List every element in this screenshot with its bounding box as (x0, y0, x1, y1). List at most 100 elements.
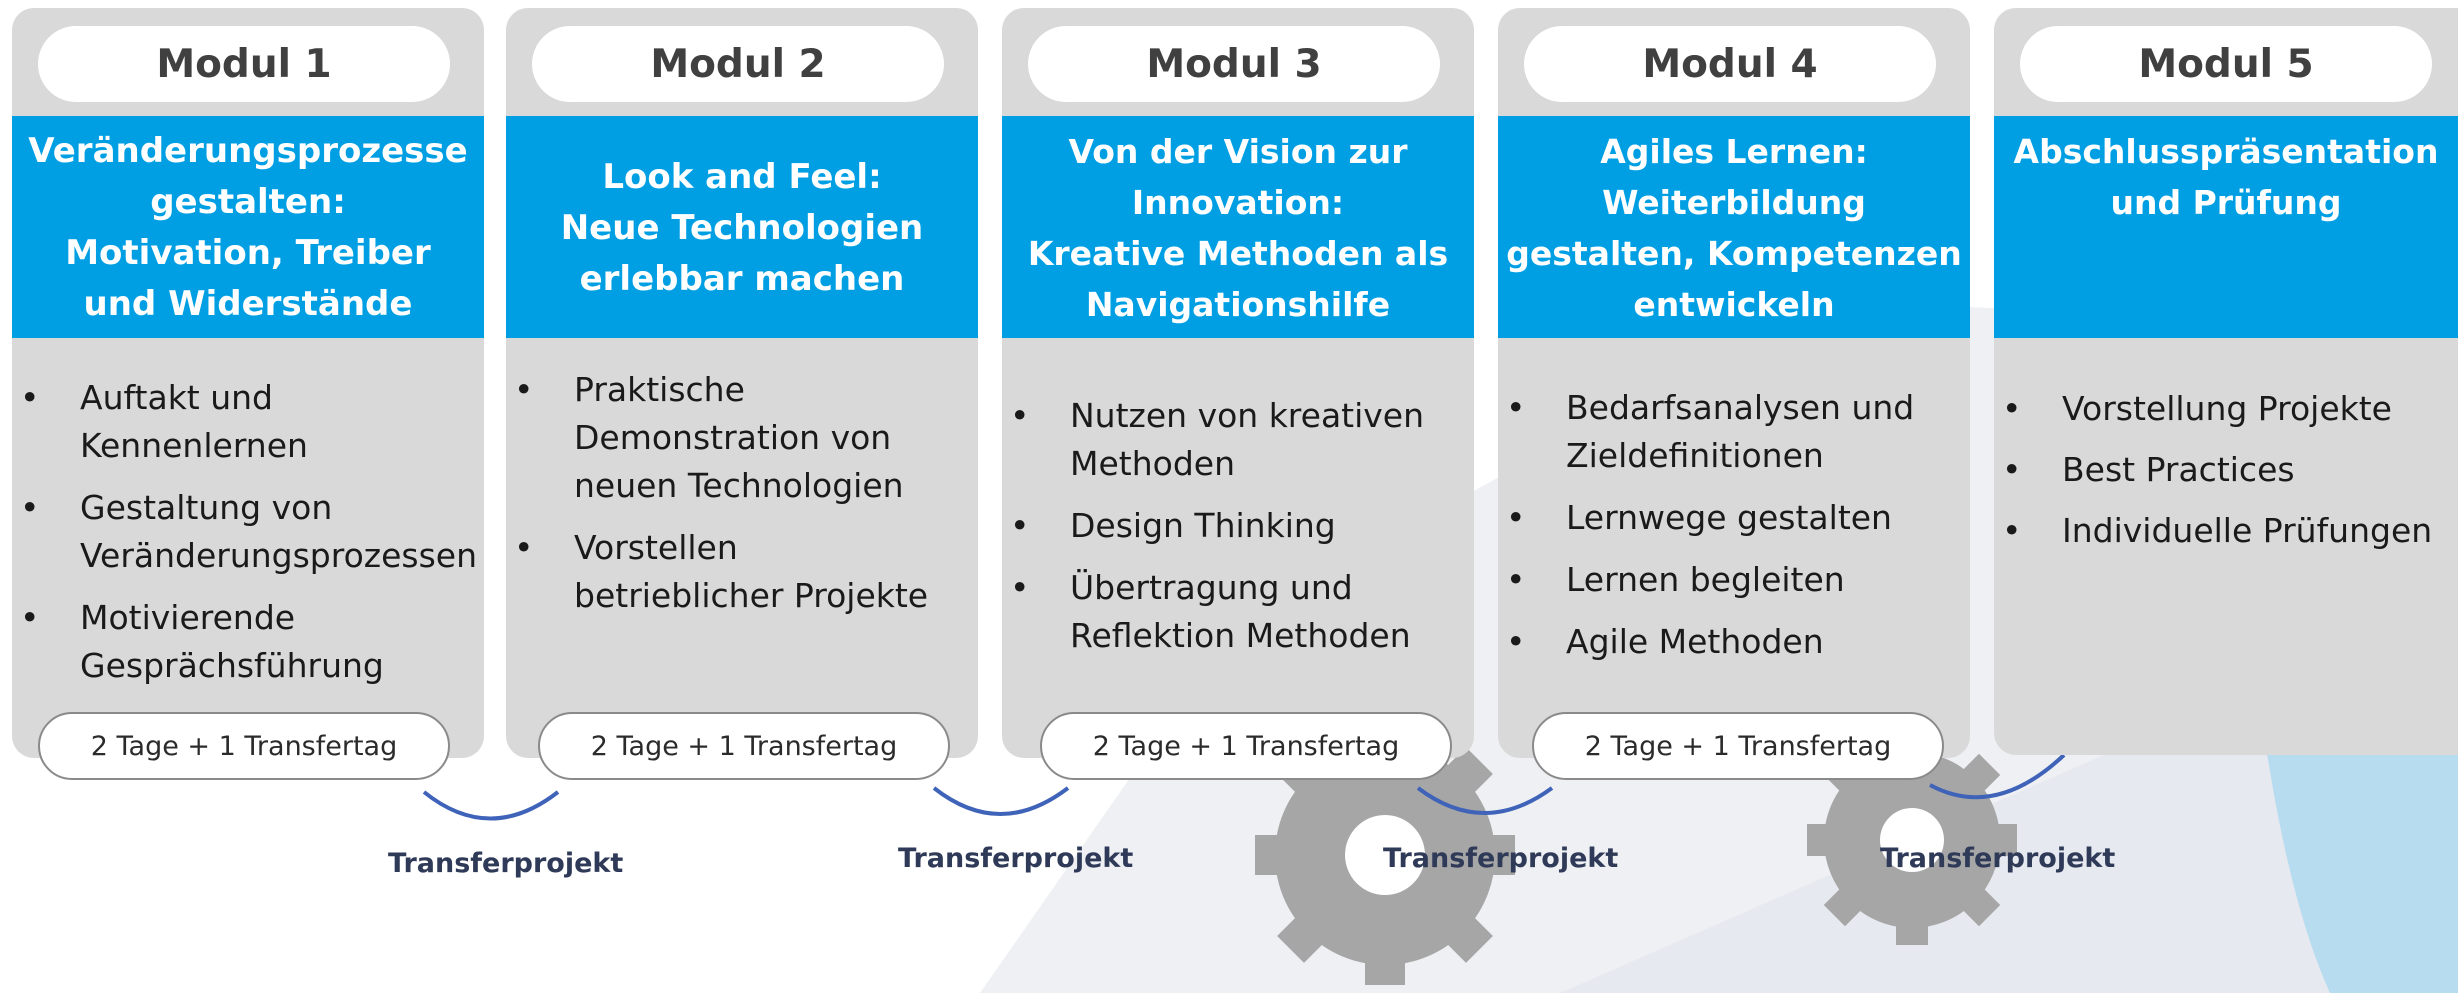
list-item-text: Agile Methoden (1566, 622, 1824, 661)
module-card-1: Modul 1 Veränderungsprozesse gestalten: … (12, 8, 484, 758)
list-item-text: Demonstration von (574, 418, 892, 457)
list-item-text: Auftakt und (80, 378, 274, 417)
bullet-icon: • (20, 598, 40, 637)
list-item-text: Zieldefinitionen (1566, 436, 1824, 475)
module-topic-list: • Vorstellung Projekte • Best Practices … (1994, 386, 2458, 569)
module-card-5: Modul 5 Abschlusspräsentation und Prüfun… (1994, 8, 2458, 755)
module-heading-line: erlebbar machen (579, 259, 905, 299)
list-item: • Bedarfsanalysen und Zieldefinitionen (1498, 384, 1970, 480)
module-heading: Abschlusspräsentation und Prüfung (1994, 116, 2458, 338)
list-item: • Vorstellung Projekte (1994, 386, 2458, 432)
list-item-text: Motivierende (80, 598, 296, 637)
duration-badge: 2 Tage + 1 Transfertag (1532, 712, 1944, 780)
list-item: • Motivierende Gesprächsführung (12, 594, 484, 690)
list-item-text: Kennenlernen (80, 426, 308, 465)
module-heading-line: Navigationshilfe (1085, 285, 1391, 324)
list-item: • Best Practices (1994, 447, 2458, 493)
module-topic-list: • Bedarfsanalysen und Zieldefinitionen •… (1498, 384, 1970, 680)
module-heading-line: Motivation, Treiber (65, 233, 431, 273)
module-heading-line: Look and Feel: (602, 157, 882, 197)
list-item: • Übertragung und Reflektion Methoden (1002, 564, 1474, 660)
module-card-4: Modul 4 Agiles Lernen: Weiterbildung ges… (1498, 8, 1970, 758)
module-heading: Look and Feel: Neue Technologien erlebba… (506, 116, 978, 338)
module-title: Modul 4 (1524, 26, 1936, 102)
list-item-text: Design Thinking (1070, 506, 1336, 545)
list-item-text: Lernen begleiten (1566, 560, 1845, 599)
module-heading-line: Neue Technologien (560, 208, 924, 248)
bullet-icon: • (1506, 498, 1526, 537)
module-heading-line: Innovation: (1131, 183, 1345, 222)
list-item-text: Lernwege gestalten (1566, 498, 1892, 537)
bullet-icon: • (1506, 388, 1526, 427)
list-item-text: Individuelle Prüfungen (2062, 511, 2433, 550)
list-item: • Agile Methoden (1498, 618, 1970, 666)
module-heading-line: Von der Vision zur (1068, 132, 1408, 171)
module-topic-list: • Praktische Demonstration von neuen Tec… (506, 366, 978, 634)
module-heading: Agiles Lernen: Weiterbildung gestalten, … (1498, 116, 1970, 338)
list-item-text: Vorstellung Projekte (2062, 389, 2392, 428)
list-item-text: neuen Technologien (574, 466, 904, 505)
duration-badge: 2 Tage + 1 Transfertag (538, 712, 950, 780)
bullet-icon: • (2002, 511, 2022, 550)
list-item: • Lernwege gestalten (1498, 494, 1970, 542)
list-item-text: Nutzen von kreativen (1070, 396, 1425, 435)
list-item-text: Bedarfsanalysen und (1566, 388, 1915, 427)
list-item: • Individuelle Prüfungen (1994, 508, 2458, 554)
list-item: • Auftakt und Kennenlernen (12, 374, 484, 470)
module-card-2: Modul 2 Look and Feel: Neue Technologien… (506, 8, 978, 758)
module-heading-line: Kreative Methoden als (1027, 234, 1449, 273)
bullet-icon: • (1506, 560, 1526, 599)
transfer-label: Transferprojekt (388, 848, 624, 879)
module-heading-line: Abschlusspräsentation (2013, 132, 2439, 171)
list-item: • Vorstellen betrieblicher Projekte (506, 524, 978, 620)
list-item: • Praktische Demonstration von neuen Tec… (506, 366, 978, 510)
list-item: • Design Thinking (1002, 502, 1474, 550)
list-item-text: Veränderungsprozessen (80, 536, 478, 575)
module-heading-line: und Prüfung (2110, 183, 2342, 222)
list-item: • Gestaltung von Veränderungsprozessen (12, 484, 484, 580)
module-title: Modul 3 (1028, 26, 1440, 102)
bullet-icon: • (514, 370, 534, 409)
list-item: • Lernen begleiten (1498, 556, 1970, 604)
list-item-text: betrieblicher Projekte (574, 576, 929, 615)
module-heading-line: Agiles Lernen: (1600, 132, 1868, 171)
module-heading-line: Weiterbildung (1602, 183, 1866, 222)
bullet-icon: • (1010, 506, 1030, 545)
module-topic-list: • Nutzen von kreativen Methoden • Design… (1002, 392, 1474, 674)
module-topic-list: • Auftakt und Kennenlernen • Gestaltung … (12, 374, 484, 704)
bullet-icon: • (1506, 622, 1526, 661)
transfer-label: Transferprojekt (1880, 843, 2116, 874)
module-heading-line: gestalten, Kompetenzen (1506, 234, 1962, 273)
bullet-icon: • (2002, 450, 2022, 489)
module-card-3: Modul 3 Von der Vision zur Innovation: K… (1002, 8, 1474, 758)
duration-badge: 2 Tage + 1 Transfertag (1040, 712, 1452, 780)
bullet-icon: • (20, 488, 40, 527)
module-heading-line: und Widerstände (83, 284, 413, 324)
transfer-label: Transferprojekt (898, 843, 1134, 874)
duration-badge: 2 Tage + 1 Transfertag (38, 712, 450, 780)
bullet-icon: • (20, 378, 40, 417)
transfer-label: Transferprojekt (1383, 843, 1619, 874)
list-item-text: Methoden (1070, 444, 1235, 483)
connector-arcs (422, 753, 2066, 821)
module-title: Modul 5 (2020, 26, 2432, 102)
module-heading: Von der Vision zur Innovation: Kreative … (1002, 116, 1474, 338)
bullet-icon: • (514, 528, 534, 567)
list-item-text: Vorstellen (574, 528, 738, 567)
list-item: • Nutzen von kreativen Methoden (1002, 392, 1474, 488)
list-item-text: Reflektion Methoden (1070, 616, 1411, 655)
module-heading-line: entwickeln (1633, 285, 1835, 324)
module-title: Modul 1 (38, 26, 450, 102)
bullet-icon: • (2002, 389, 2022, 428)
bullet-icon: • (1010, 568, 1030, 607)
list-item-text: Übertragung und (1070, 568, 1353, 607)
list-item-text: Praktische (574, 370, 745, 409)
module-heading-line: Veränderungsprozesse (28, 131, 468, 171)
bullet-icon: • (1010, 396, 1030, 435)
module-heading-line: gestalten: (150, 182, 346, 222)
list-item-text: Gestaltung von (80, 488, 333, 527)
list-item-text: Best Practices (2062, 450, 2295, 489)
module-heading: Veränderungsprozesse gestalten: Motivati… (12, 116, 484, 338)
module-title: Modul 2 (532, 26, 944, 102)
list-item-text: Gesprächsführung (80, 646, 384, 685)
